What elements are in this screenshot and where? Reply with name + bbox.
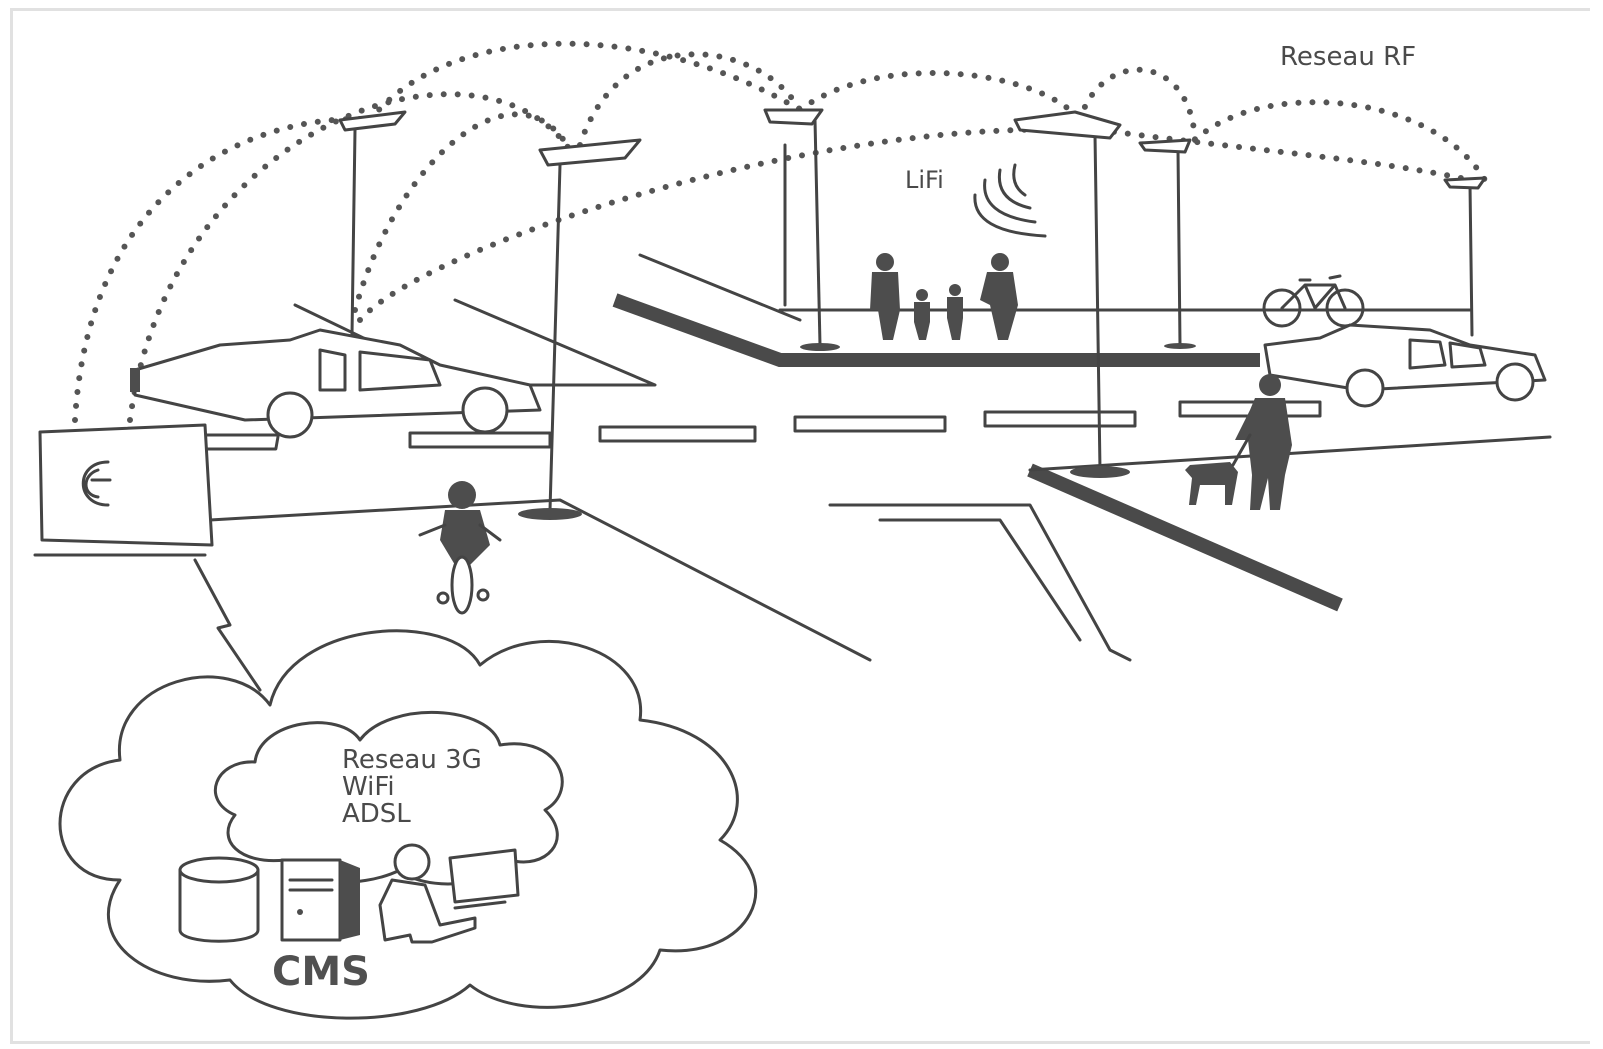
rf-arc-8 [1077,66,1198,143]
pedestrian-icon [914,289,930,340]
street-lamps [338,108,1487,520]
server-tower-icon [280,858,360,942]
street-lamp-icon [1138,138,1196,349]
car-icon [130,328,542,439]
operator-at-computer-icon [378,843,520,944]
rf-arc-6 [357,126,1083,323]
rf-arc-10 [1097,127,1473,183]
cloud-network-label-3: ADSL [342,799,411,829]
pedestrian-icon [980,253,1018,340]
rf-arc-7 [797,70,1083,123]
rf-mesh-links [72,40,1488,423]
rf-arc-5 [577,51,803,148]
near-road-edge [208,498,872,662]
pedestrian-icon [870,253,900,340]
pedestrian-group [870,253,1018,340]
street-lamp-icon [1013,110,1130,478]
database-icon [178,856,260,943]
rf-arc-3 [352,111,573,313]
right-curb [1027,463,1343,612]
child-cyclist-icon [418,481,502,615]
rf-arc-9 [1192,99,1488,183]
street-lamp-icon [1443,176,1487,337]
rf-network-label: Reseau RF [1280,42,1416,72]
far-curb [612,293,1260,367]
cloud-network-label-1: Reseau 3G [342,745,482,775]
cloud-network-label-2: WiFi [342,772,395,802]
rf-arc-4 [367,40,803,123]
pedestrian-icon [1235,374,1292,510]
bicycle-icon [1262,274,1365,328]
rf-arc-1 [72,116,383,423]
lifi-wave-icon [973,163,1047,238]
dog-icon [1185,433,1252,505]
cms-label: CMS [272,949,370,995]
far-sidewalk-edge [638,253,802,322]
pedestrian-icon [947,284,963,340]
crosswalk-edge [828,503,1132,662]
wireless-link-icon [193,558,262,692]
lifi-label: LiFi [905,166,944,194]
crosswalk-inner [878,518,1082,642]
street-lamp-icon [518,138,642,520]
gateway-box-icon [33,423,214,557]
street-lamp-icon [763,108,840,351]
car-icon [1263,323,1547,408]
street-lamp-icon [338,110,407,337]
